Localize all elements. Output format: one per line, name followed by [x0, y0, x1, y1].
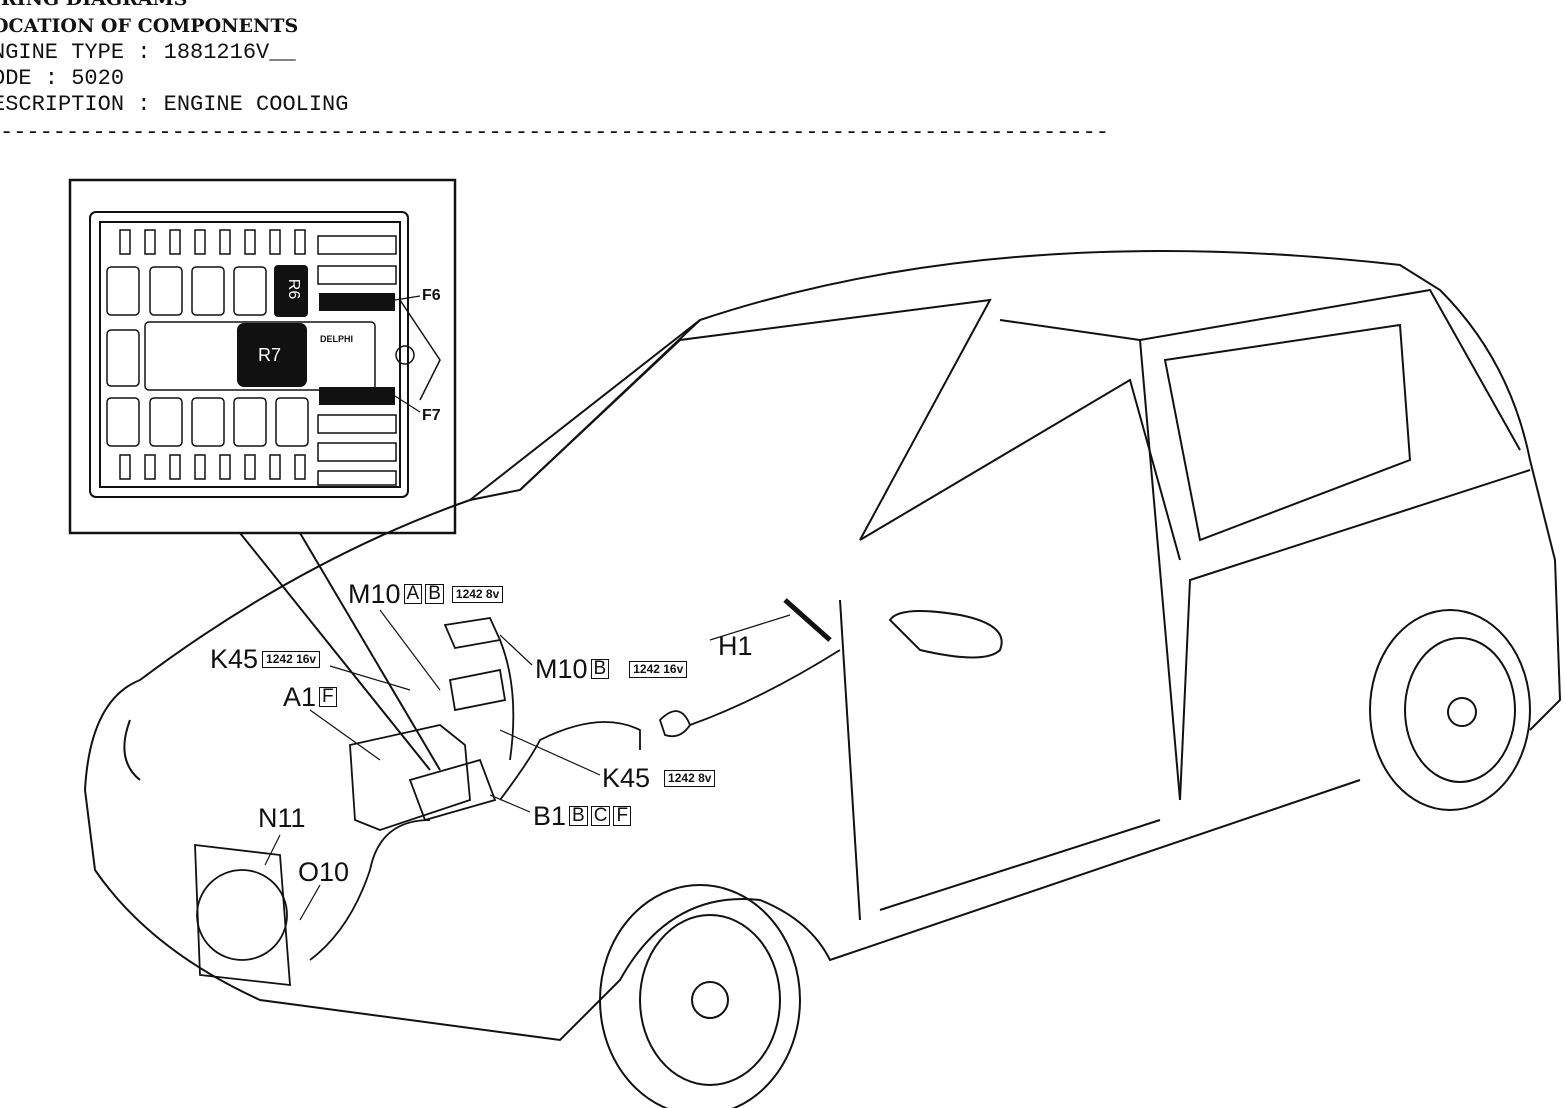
leader-lines [264, 609, 791, 921]
code: M10 [348, 579, 401, 609]
code: K45 [210, 644, 259, 674]
engine-tag: 1242 16v [629, 660, 688, 678]
delphi-logo: DELPHI [320, 334, 354, 344]
header-title: IRING DIAGRAMS [0, 0, 187, 12]
variant-box: B [569, 806, 588, 826]
fuse-f7-label: F7 [422, 407, 441, 424]
fan-n11 [194, 843, 291, 987]
label-k45-right: K45 1242 8v [602, 763, 716, 793]
car-body [84, 250, 1562, 1042]
code: ODE : 5020 [0, 66, 125, 91]
variant-box: A [403, 584, 423, 604]
mirror [888, 610, 1003, 659]
engine-tag: 1242 8v [664, 769, 716, 787]
code: O10 [298, 857, 350, 887]
engine-tag: 1242 8v [451, 585, 504, 603]
fuse-block-b1 [408, 758, 497, 822]
header-subtitle: OCATION OF COMPONENTS [0, 15, 299, 37]
inset-pointer [299, 532, 441, 771]
variant-box: B [590, 659, 610, 679]
inset-frame [68, 178, 457, 535]
inset-pointer [239, 532, 431, 771]
components [194, 598, 841, 987]
code: K45 [602, 763, 651, 793]
code: M10 [535, 654, 588, 684]
code: N11 [258, 803, 306, 833]
label-n11: N11 [258, 804, 306, 832]
label-h1: H1 [718, 632, 753, 660]
fuse-f7 [319, 387, 395, 405]
code: B1 [533, 801, 567, 831]
switch-k45 [658, 710, 692, 738]
code: H1 [718, 631, 753, 661]
engine-tag: 1242 16v [262, 650, 321, 668]
fuse-box-drawing [89, 211, 441, 498]
variant-box: B [425, 584, 444, 604]
relay-m10 [448, 668, 507, 712]
relay-r7-label: R7 [258, 345, 282, 365]
wheel-front [599, 884, 801, 1108]
separator: ----------------------------------------… [0, 120, 1109, 145]
variant-box: C [590, 806, 611, 826]
fuse-f6 [319, 293, 395, 311]
relay-r6-label: R6 [285, 278, 303, 300]
label-o10: O10 [298, 858, 349, 886]
engine-type: NGINE TYPE : 1881216V__ [0, 40, 296, 65]
relay-r7 [237, 323, 307, 387]
battery [349, 724, 471, 831]
code: A1 [283, 682, 317, 712]
variant-box: F [319, 687, 337, 707]
wheel-rear [1369, 609, 1531, 811]
fuse-f6-label: F6 [422, 287, 441, 304]
relay-r6 [274, 265, 308, 317]
sensor-h1 [783, 598, 832, 642]
description: ESCRIPTION : ENGINE COOLING [0, 92, 349, 117]
variant-box: F [613, 806, 632, 826]
relay-m10-b [443, 617, 502, 650]
